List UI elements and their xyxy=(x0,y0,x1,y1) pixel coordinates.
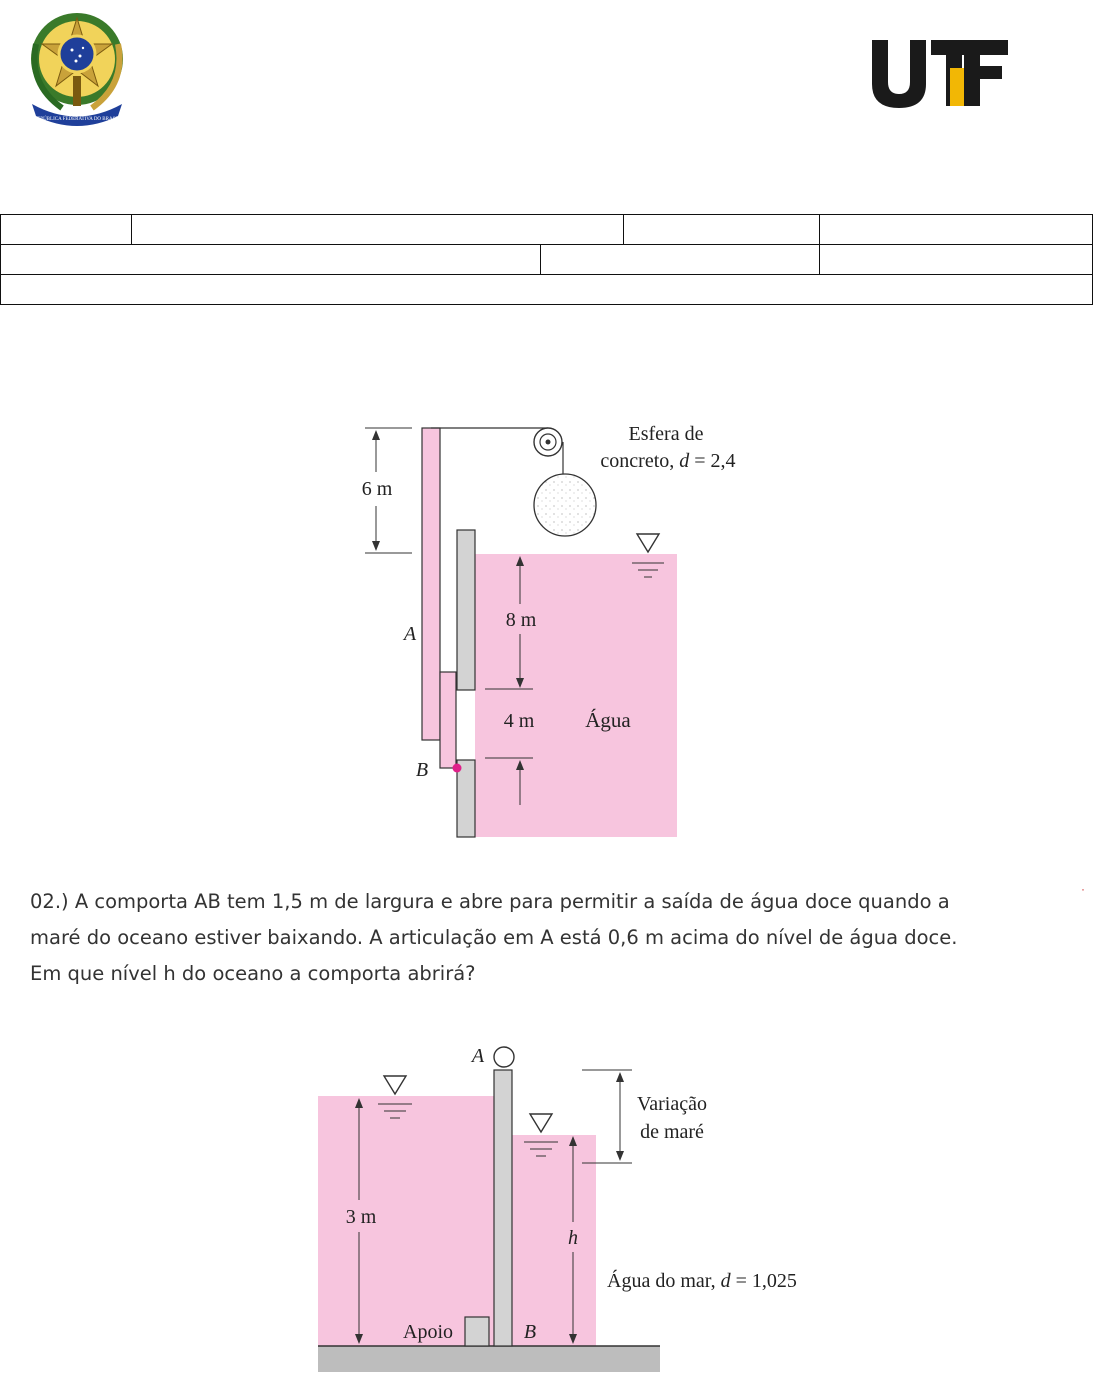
dim-3m-label: 3 m xyxy=(346,1206,377,1228)
label-b: B xyxy=(524,1321,536,1343)
free-surface-icon xyxy=(635,533,661,554)
label-apoio: Apoio xyxy=(403,1321,453,1343)
concrete-sphere xyxy=(533,473,597,537)
label-esfera-line2: concreto, d = 2,4 xyxy=(600,450,735,472)
dim-8m-label: 8 m xyxy=(506,609,537,631)
figure-gate-sphere: 6 m 8 m 4 m A B Água Esfera de concreto,… xyxy=(362,423,736,838)
table-row xyxy=(0,274,1093,305)
question-02: 02.) A comporta AB tem 1,5 m de largura … xyxy=(30,884,1070,992)
label-b: B xyxy=(416,759,428,781)
table-row xyxy=(0,214,1093,245)
table-cell xyxy=(0,214,132,245)
label-variacao-line1: Variação xyxy=(637,1093,707,1115)
table-row xyxy=(0,244,1093,275)
free-surface-icon xyxy=(528,1113,554,1134)
free-surface-icon xyxy=(382,1075,408,1096)
table-cell xyxy=(0,274,1093,305)
apoio-block xyxy=(464,1316,490,1347)
gate-ab xyxy=(493,1069,513,1347)
label-a: A xyxy=(402,623,417,645)
water-body xyxy=(475,554,677,837)
seal-motto: REPÚBLICA FEDERATIVA DO BRASIL xyxy=(34,116,120,122)
question-line: 02.) A comporta AB tem 1,5 m de largura … xyxy=(30,890,950,913)
brasil-coat-of-arms-logo: REPÚBLICA FEDERATIVA DO BRASIL xyxy=(31,13,123,126)
table-cell xyxy=(540,244,820,275)
fresh-water-body xyxy=(318,1096,494,1346)
ground xyxy=(318,1346,660,1372)
wall-lower xyxy=(456,759,476,838)
question-line: Em que nível h do oceano a comporta abri… xyxy=(30,962,476,985)
label-esfera-line1: Esfera de xyxy=(629,423,704,445)
label-a: A xyxy=(470,1045,485,1067)
gate-plate xyxy=(421,427,441,741)
sea-water-body xyxy=(512,1135,596,1346)
hinge-b-icon xyxy=(452,763,462,773)
label-agua: Água xyxy=(585,708,631,732)
wall-upper xyxy=(456,529,476,691)
dim-4m-label: 4 m xyxy=(504,710,535,732)
table-cell xyxy=(0,244,541,275)
question-line: maré do oceano estiver baixando. A artic… xyxy=(30,926,958,949)
table-cell xyxy=(819,214,1093,245)
table-cell xyxy=(819,244,1093,275)
utf-logo xyxy=(872,40,1008,108)
gate-lower-plate xyxy=(439,671,457,769)
label-agua-do-mar: Água do mar, d = 1,025 xyxy=(607,1269,797,1292)
label-h: h xyxy=(568,1227,578,1249)
table-cell xyxy=(131,214,624,245)
header-form-table xyxy=(0,214,1093,305)
stray-mark: · xyxy=(1081,882,1085,896)
label-variacao-line2: de maré xyxy=(640,1121,704,1143)
hinge-a-icon xyxy=(493,1046,515,1068)
dim-6m-label: 6 m xyxy=(362,478,393,500)
figure-tidal-gate: 3 m h Variação de maré A B Apoio Água do… xyxy=(318,1045,797,1372)
table-cell xyxy=(623,214,820,245)
